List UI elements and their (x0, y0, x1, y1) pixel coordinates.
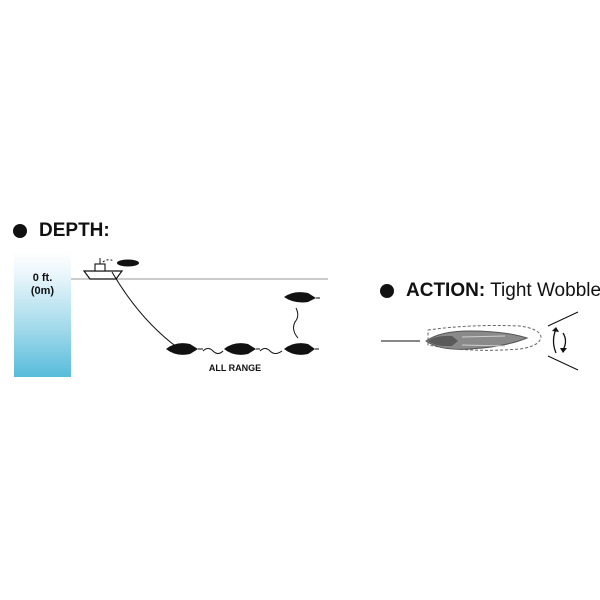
action-header: ACTION: Tight Wobble (380, 280, 600, 302)
water-depth-gauge (14, 252, 71, 377)
action-label: ACTION: (406, 280, 486, 301)
fishing-line (111, 271, 179, 349)
depth-label: DEPTH: (39, 220, 110, 241)
surface-depth-label: 0 ft. (0m) (14, 272, 71, 298)
lure-icon (166, 343, 203, 355)
retrieve-path (202, 348, 224, 354)
lure-icon (284, 292, 320, 303)
cast-arc (102, 259, 115, 263)
surface-depth-ft: 0 ft. (32, 272, 53, 284)
lure-icon (224, 343, 260, 355)
action-value: Tight Wobble (490, 280, 600, 301)
retrieve-path (259, 348, 283, 354)
depth-header: DEPTH: (13, 220, 110, 242)
wobble-arrow-icon (547, 311, 579, 371)
range-label: ALL RANGE (208, 363, 262, 373)
bullet-icon (380, 284, 394, 298)
surface-lure-icon (117, 259, 139, 267)
surface-depth-m: (0m) (30, 285, 55, 297)
wobble-lure-icon (425, 325, 542, 351)
lure-icon (284, 343, 319, 355)
boat-icon (82, 258, 124, 280)
bullet-icon (13, 224, 27, 238)
rise-path (293, 307, 299, 339)
